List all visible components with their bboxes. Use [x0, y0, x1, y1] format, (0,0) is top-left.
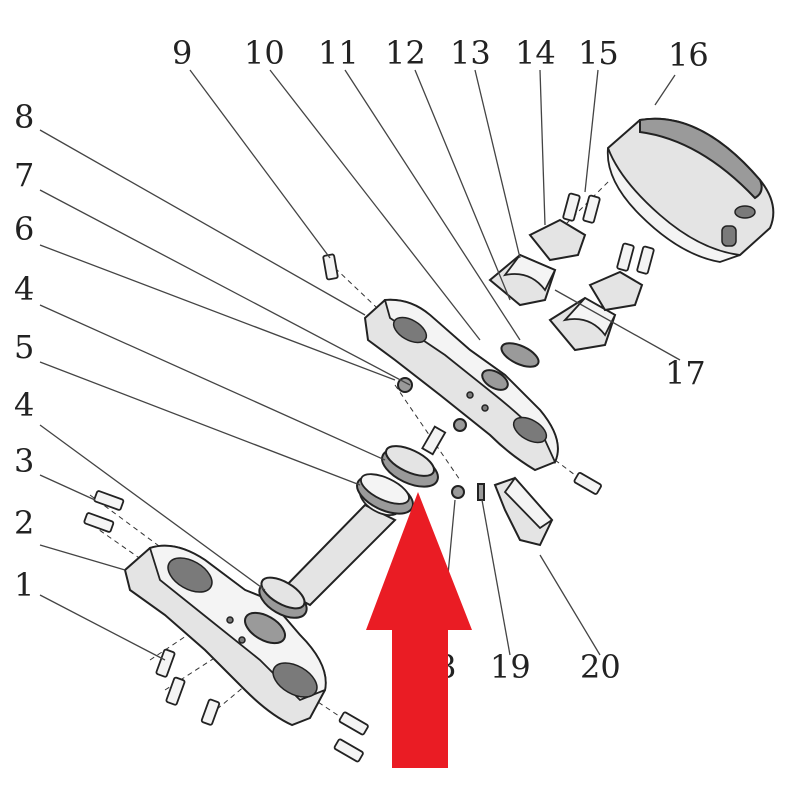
callout-20: 20	[580, 648, 621, 686]
callout-8: 8	[14, 98, 34, 136]
red-up-arrow-icon	[366, 492, 472, 768]
callout-1: 1	[14, 566, 34, 604]
callout-10: 10	[244, 34, 285, 72]
callout-14: 14	[515, 34, 556, 72]
callout-3: 3	[14, 442, 34, 480]
bolts	[83, 192, 655, 763]
callout-12: 12	[385, 34, 426, 72]
callout-9: 9	[172, 34, 192, 72]
callout-6: 6	[14, 210, 34, 248]
callout-17: 17	[665, 354, 706, 392]
bearings	[356, 425, 447, 515]
upper-triple-clamp	[363, 298, 559, 472]
handlebar-pad	[606, 117, 775, 263]
callout-11: 11	[318, 34, 359, 72]
handlebar-risers	[488, 218, 644, 368]
leader-lines	[39, 69, 681, 661]
callout-15: 15	[578, 34, 619, 72]
lower-triple-clamp	[123, 544, 327, 727]
callout-19: 19	[490, 648, 531, 686]
callout-labels: 1 2 3 4 5 4 6 7 8 9 10 11 12 13 14 15 16…	[14, 34, 709, 686]
callout-4-upper: 4	[14, 270, 34, 308]
callout-5: 5	[14, 328, 34, 366]
callout-7: 7	[14, 156, 34, 194]
callout-2: 2	[14, 504, 34, 542]
bracket	[493, 476, 554, 547]
callout-4-lower: 4	[14, 386, 34, 424]
callout-16: 16	[668, 36, 709, 74]
callout-13: 13	[450, 34, 491, 72]
